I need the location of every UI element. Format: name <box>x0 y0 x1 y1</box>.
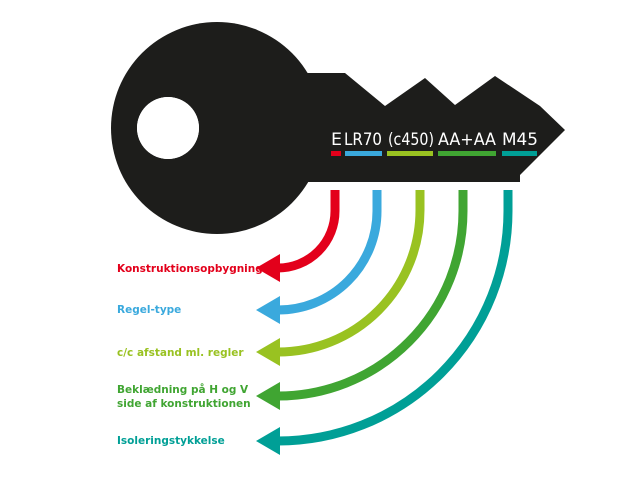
key-code-underline <box>387 151 433 156</box>
legend-label: Beklædning på H og V side af konstruktion… <box>117 383 251 411</box>
legend-arrow-shaft <box>277 190 340 273</box>
legend-label: c/c afstand ml. regler <box>117 346 244 360</box>
key-code-segment: E <box>331 130 342 150</box>
legend-label-line: Konstruktionsopbygning <box>117 263 263 275</box>
legend-arrow-head <box>256 296 280 324</box>
key-shape <box>111 22 565 234</box>
legend-arrow-head <box>256 254 280 282</box>
legend-label-line: Beklædning på H og V <box>117 384 249 396</box>
legend-label: Regel-type <box>117 303 181 317</box>
legend-label-line: Regel-type <box>117 304 182 316</box>
legend-label-line: side af konstruktionen <box>117 398 251 410</box>
legend-arrows <box>256 190 513 455</box>
legend-arrow-head <box>256 382 280 410</box>
legend-label-line: Isoleringstykkelse <box>117 435 225 447</box>
legend-arrow-shaft <box>277 190 513 446</box>
key-code-segment: (c450) <box>388 130 434 150</box>
key-hole <box>137 97 199 159</box>
legend-label: Isoleringstykkelse <box>117 434 225 448</box>
legend-label-line: c/c afstand ml. regler <box>117 347 244 359</box>
legend-arrow-head <box>256 338 280 366</box>
legend-label: Konstruktionsopbygning <box>117 262 263 276</box>
key-blade <box>300 73 565 182</box>
key-code-segment: AA+AA <box>438 130 496 150</box>
legend-arrow-head <box>256 427 280 455</box>
legend-arrow-shaft <box>277 190 468 401</box>
legend-arrow-shaft <box>277 190 382 315</box>
key-code-underline <box>502 151 537 156</box>
key-code-segment: LR70 <box>344 130 382 150</box>
key-code-underline <box>345 151 382 156</box>
legend-arrow-shaft <box>277 190 425 357</box>
key-code-underline <box>331 151 341 156</box>
key-code-underline <box>438 151 496 156</box>
key-code-segment: M45 <box>502 130 538 150</box>
key-bow <box>111 22 323 234</box>
